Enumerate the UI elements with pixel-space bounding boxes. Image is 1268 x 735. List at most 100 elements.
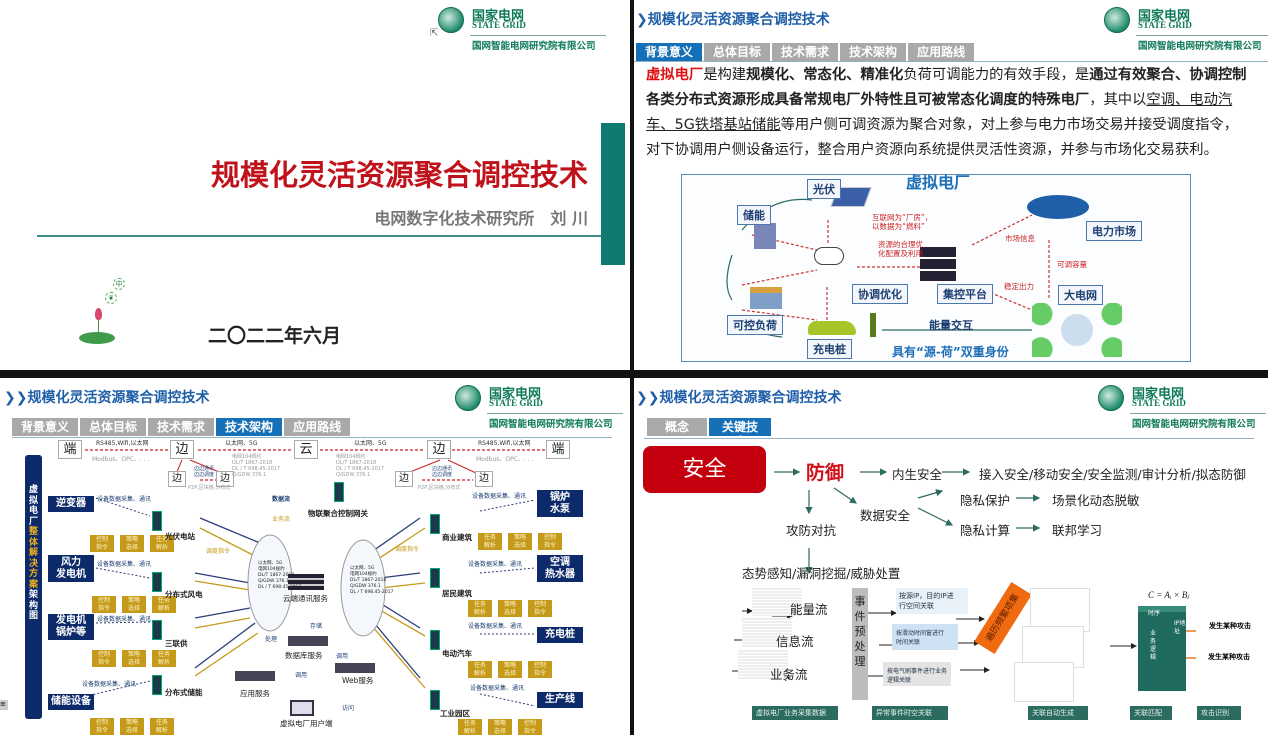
collect-label: 设备数据采集、通讯 bbox=[97, 561, 152, 568]
control-chain-box: 策略 选择 bbox=[508, 533, 532, 550]
globe-icon bbox=[1098, 385, 1124, 411]
cube-ip: IP地 址 bbox=[1174, 620, 1186, 635]
section-tabs: 概念 关键技术 bbox=[647, 418, 771, 449]
grid-icon bbox=[1032, 303, 1122, 357]
gateway-device-icon bbox=[152, 511, 162, 531]
text-underlined: 空调、电动汽车、5G铁塔基站储能 bbox=[646, 92, 1233, 133]
author: 电网数字化技术研究所 刘 川 bbox=[374, 209, 588, 228]
slide-background[interactable]: ❯规模化灵活资源聚合调控技术 国家电网 STATE GRID 国网智能电网研究院… bbox=[634, 0, 1268, 370]
teal-bar bbox=[601, 123, 625, 265]
tab-requirements[interactable]: 技术需求 bbox=[772, 43, 839, 61]
tab-roadmap[interactable]: 应用路线 bbox=[908, 43, 975, 61]
tab-background[interactable]: 背景意义 bbox=[636, 43, 703, 61]
label-grid: 大电网 bbox=[1058, 285, 1103, 305]
control-chain-box: 控制 指令 bbox=[90, 535, 114, 552]
tab-requirements[interactable]: 技术需求 bbox=[148, 418, 215, 436]
step-auto-generate: 关联自动生成 bbox=[1028, 706, 1088, 720]
privacy-computing: 隐私计算 bbox=[960, 523, 1011, 538]
side-menu-icon[interactable]: ≡ bbox=[0, 700, 8, 710]
tab-goals[interactable]: 总体目标 bbox=[80, 418, 147, 436]
control-chain-box: 策略 选择 bbox=[498, 600, 522, 617]
formula: C = Aᵢ × Bⱼ bbox=[1148, 590, 1189, 600]
control-chain-box: 策略 选择 bbox=[122, 596, 146, 613]
slide-title: ❯规模化灵活资源聚合调控技术 bbox=[636, 9, 830, 29]
text: ，其中以 bbox=[1089, 92, 1147, 108]
label-charger: 充电桩 bbox=[807, 339, 852, 359]
laptop-icon bbox=[290, 700, 314, 716]
situation-awareness: 态势感知/漏洞挖掘/威胁处置 bbox=[742, 566, 901, 581]
charger-icon bbox=[870, 313, 876, 337]
slide-key-tech[interactable]: ❯❯规模化灵活资源聚合调控技术 国家电网 STATE GRID 国网智能电网研究… bbox=[634, 378, 1268, 735]
server-rack-icon bbox=[288, 636, 328, 646]
state-grid-logo: 国家电网 STATE GRID 国网智能电网研究院有限公司 bbox=[438, 5, 608, 53]
device-storage: 储能设备 bbox=[48, 694, 94, 710]
server-rack-icon bbox=[288, 574, 324, 590]
tab-background[interactable]: 背景意义 bbox=[12, 418, 79, 436]
gateway-device-icon bbox=[430, 690, 440, 710]
tab-roadmap[interactable]: 应用路线 bbox=[284, 418, 351, 436]
slide-title: ❯❯规模化灵活资源聚合调控技术 bbox=[636, 387, 841, 407]
note-market-info: 市场信息 bbox=[1005, 234, 1035, 243]
business-flow: 业务流 bbox=[770, 667, 808, 682]
control-chain-box: 任务 解析 bbox=[152, 596, 176, 613]
cloud-icon bbox=[814, 247, 844, 265]
chevron-icon: ❯ bbox=[636, 12, 648, 28]
gateway-device-icon bbox=[430, 514, 440, 534]
logo-en: STATE GRID bbox=[1132, 398, 1186, 408]
slide-title-text: 规模化灵活资源聚合调控技术 bbox=[27, 390, 210, 406]
defense-label: 防御 bbox=[806, 462, 845, 484]
data-texture bbox=[738, 650, 788, 680]
control-chain-box: 策略 选择 bbox=[120, 718, 144, 735]
logo-company: 国网智能电网研究院有限公司 bbox=[1138, 41, 1262, 52]
slide-architecture[interactable]: ❯❯规模化灵活资源聚合调控技术 国家电网 STATE GRID 国网智能电网研究… bbox=[0, 378, 630, 735]
vpp-diagram: 虚拟电厂 光伏 储能 可控负荷 充电桩 协调优化 集控平台 电力市场 大电网 互… bbox=[681, 173, 1191, 362]
logo-en: STATE GRID bbox=[1138, 20, 1192, 30]
label-pv: 光伏 bbox=[807, 179, 841, 199]
node-pv-station: 光伏电站 bbox=[165, 532, 195, 541]
legend-business-flow: 业务流 bbox=[272, 516, 291, 523]
label-controllable-load: 可控负荷 bbox=[727, 315, 783, 335]
security-box: 安全 bbox=[643, 446, 766, 493]
text: 是构建 bbox=[703, 67, 747, 83]
gateway-device-icon bbox=[430, 630, 440, 650]
seal-leaf: ❦ bbox=[105, 292, 117, 304]
step-match: 关联匹配 bbox=[1130, 706, 1172, 720]
correlation-tree-2 bbox=[1022, 626, 1084, 668]
label-process: 处理 bbox=[265, 636, 278, 643]
tab-architecture[interactable]: 技术架构 bbox=[216, 418, 283, 436]
lotus-leaf bbox=[79, 332, 115, 344]
storage-icon bbox=[754, 223, 776, 249]
tab-architecture[interactable]: 技术架构 bbox=[840, 43, 907, 61]
tab-goals[interactable]: 总体目标 bbox=[704, 43, 771, 61]
device-boiler-pump: 锅炉 水泵 bbox=[537, 490, 583, 517]
device-production-line: 生产线 bbox=[537, 692, 583, 708]
legend-data-flow: 数据流 bbox=[272, 496, 291, 503]
collect-label: 设备数据采集、通讯 bbox=[97, 616, 152, 623]
device-generator-boiler: 发电机 锅炉等 bbox=[48, 614, 94, 640]
step-collect: 虚拟电厂业务采集数据 bbox=[752, 706, 838, 720]
control-chain-box: 控制 指令 bbox=[538, 533, 562, 550]
label-visit: 访问 bbox=[342, 705, 355, 712]
control-chain-box: 任务 解析 bbox=[152, 650, 176, 667]
divider bbox=[1130, 413, 1266, 414]
node-wind: 分布式风电 bbox=[165, 590, 203, 599]
tab-concept[interactable]: 概念 bbox=[647, 418, 707, 436]
control-chain-box: 任务 解析 bbox=[150, 535, 174, 552]
control-chain-box: 控制 指令 bbox=[528, 600, 552, 617]
logo-company: 国网智能电网研究院有限公司 bbox=[472, 41, 596, 52]
protocol-label: Modbus、OPC、. . . bbox=[476, 456, 534, 463]
device-wind-generator: 风力 发电机 bbox=[48, 555, 94, 582]
control-chain-box: 任务 解析 bbox=[468, 600, 492, 617]
logo-en: STATE GRID bbox=[472, 20, 526, 30]
control-chain-box: 控制 指令 bbox=[518, 719, 542, 735]
node-ev: 电动汽车 bbox=[442, 649, 472, 658]
node-industrial: 工业园区 bbox=[440, 709, 470, 718]
node-commercial: 商业建筑 bbox=[442, 533, 472, 542]
text: 等用户侧可调资源为聚合对象，对上参与电力市场交易并接受调度指令，对下协调用户侧设… bbox=[646, 117, 1239, 158]
edge-left: 边 bbox=[170, 440, 194, 459]
section-tabs: 背景意义 总体目标 技术需求 技术架构 应用路线 bbox=[12, 418, 351, 436]
lotus-bud bbox=[95, 308, 102, 320]
label-market: 电力市场 bbox=[1086, 221, 1142, 241]
slide-title[interactable]: 国家电网 STATE GRID 国网智能电网研究院有限公司 ⇱ 规模化灵活资源聚… bbox=[0, 0, 630, 370]
node-residential: 居民建筑 bbox=[442, 589, 472, 598]
